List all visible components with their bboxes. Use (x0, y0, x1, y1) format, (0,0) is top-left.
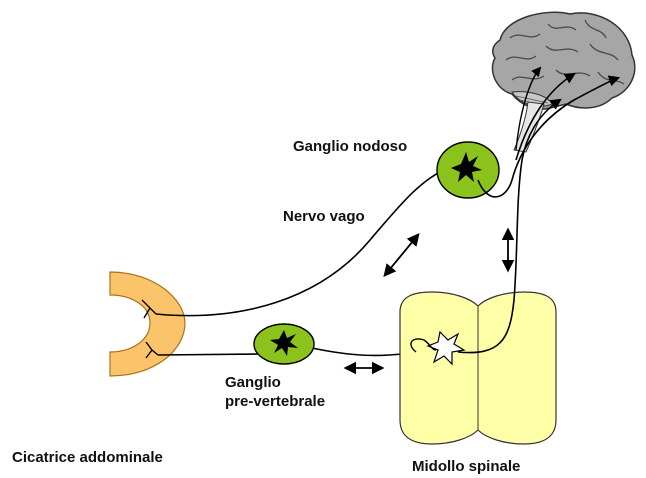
label-nervo-vago: Nervo vago (283, 208, 365, 226)
label-ganglio-prevertebrale-line1: Ganglio (225, 374, 281, 392)
spinal-cord (400, 292, 556, 444)
label-ganglio-nodoso: Ganglio nodoso (293, 138, 407, 156)
vagus-nerve-fiber (156, 168, 448, 316)
label-midollo-spinale: Midollo spinale (412, 458, 520, 476)
abdominal-scar-shape (110, 272, 185, 376)
label-cicatrice-addominale: Cicatrice addominale (12, 449, 163, 467)
label-ganglio-prevertebrale-line2: pre-vertebrale (225, 393, 325, 411)
bidirectional-arrow-icon (385, 235, 418, 275)
